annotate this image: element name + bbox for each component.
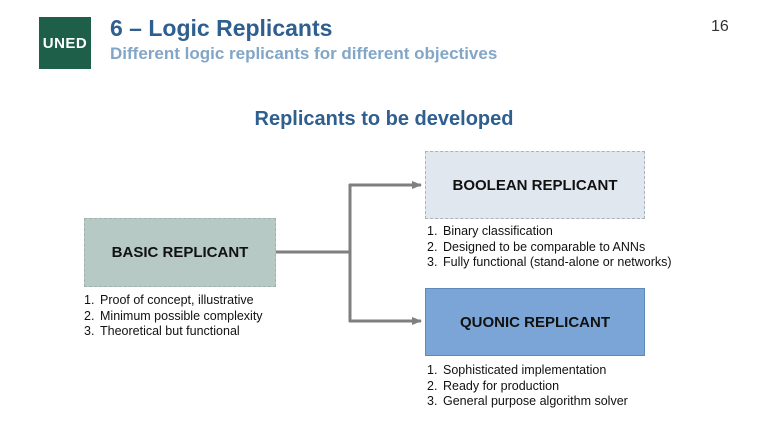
list-item: 1.Sophisticated implementation: [427, 363, 607, 377]
diagram-heading: Replicants to be developed: [254, 108, 514, 130]
list-item: 1.Binary classification: [427, 224, 553, 238]
basic-replicant-list: 1.Proof of concept, illustrative 2.Minim…: [84, 293, 263, 340]
uned-logo: UNED: [39, 17, 91, 69]
list-item: 2.Designed to be comparable to ANNs: [427, 239, 646, 254]
list-item: 3.Fully functional (stand-alone or netwo…: [427, 255, 672, 269]
logo-text: UNED: [42, 34, 88, 52]
boolean-replicant-box: BOOLEAN REPLICANT: [425, 151, 645, 219]
list-item: 3.Theoretical but functional: [84, 324, 240, 338]
list-item: 2.Minimum possible complexity: [84, 308, 263, 323]
slide-title: 6 – Logic Replicants: [110, 15, 333, 41]
page-number: 16: [711, 18, 729, 35]
list-item: 3.General purpose algorithm solver: [427, 394, 628, 408]
list-item: 2.Ready for production: [427, 378, 560, 393]
quonic-replicant-list: 1.Sophisticated implementation 2.Ready f…: [427, 363, 628, 410]
basic-replicant-label: BASIC REPLICANT: [111, 244, 249, 261]
boolean-replicant-label: BOOLEAN REPLICANT: [452, 176, 618, 194]
boolean-replicant-list: 1.Binary classification 2.Designed to be…: [427, 224, 672, 271]
slide-subtitle: Different logic replicants for different…: [110, 44, 498, 63]
basic-replicant-box: BASIC REPLICANT: [84, 218, 276, 287]
list-item: 1.Proof of concept, illustrative: [84, 293, 254, 307]
quonic-replicant-label: QUONIC REPLICANT: [460, 313, 610, 331]
quonic-replicant-box: QUONIC REPLICANT: [425, 288, 645, 356]
